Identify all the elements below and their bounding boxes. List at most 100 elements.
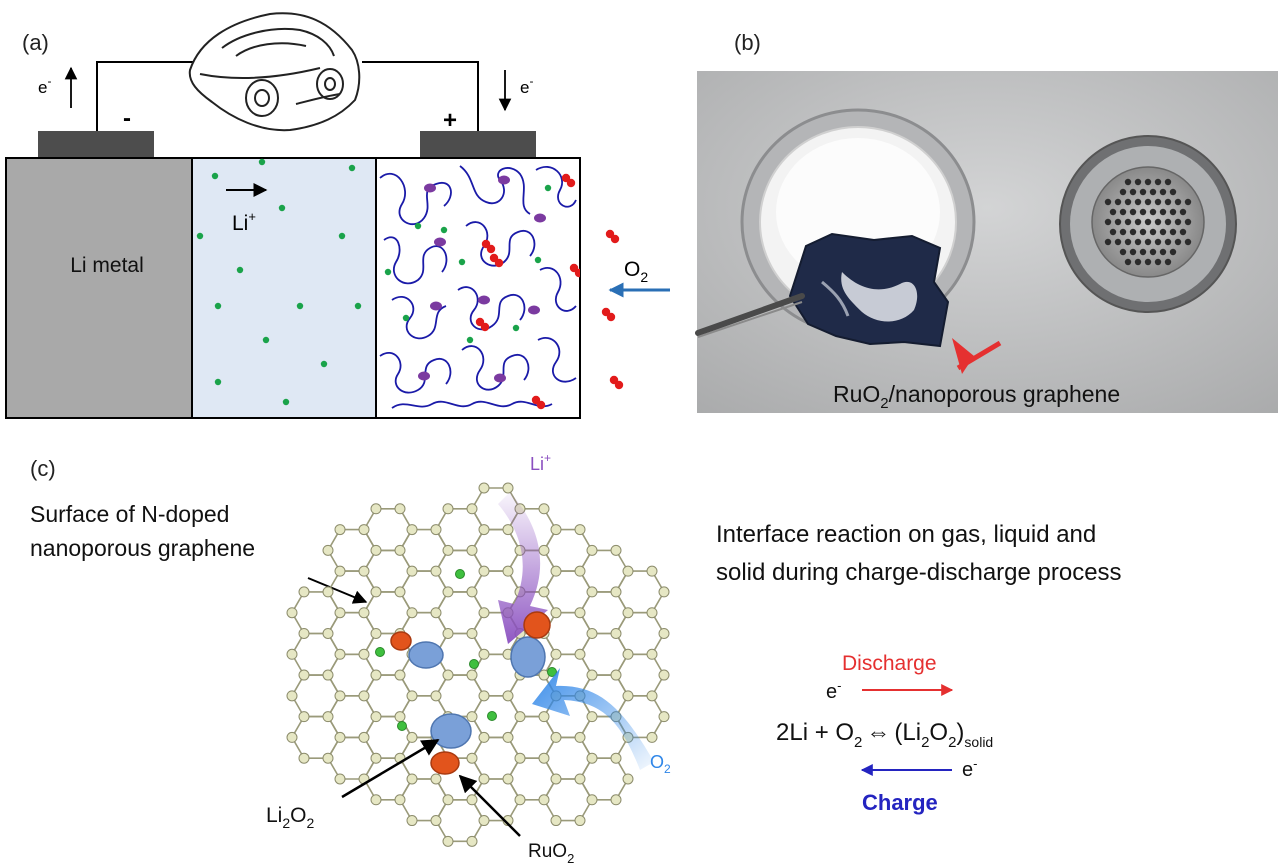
catalyst-particle (430, 301, 442, 311)
carbon-atom (430, 607, 442, 619)
graphene-lattice (286, 482, 670, 847)
cathode-electron-label: e- (520, 74, 533, 97)
pore-segment (379, 352, 452, 394)
graphene-ring (543, 570, 593, 614)
carbon-atom (370, 711, 382, 723)
carbon-atom (538, 544, 550, 556)
carbon-atom (442, 544, 454, 556)
carbon-atom (646, 648, 658, 660)
catalyst-particle (434, 237, 446, 247)
graphene-ring (435, 591, 485, 635)
charge-electron: e- (962, 756, 977, 781)
carbon-atom (574, 648, 586, 660)
o2-label: O2 (624, 258, 648, 285)
carbon-atom (430, 815, 442, 827)
carbon-atom (550, 565, 562, 577)
carbon-atom (370, 627, 382, 639)
graphene-ring (327, 570, 377, 614)
mesh-hole (1164, 178, 1172, 186)
minus-sign: - (123, 105, 131, 132)
carbon-atom (334, 690, 346, 702)
carbon-atom (538, 752, 550, 764)
carbon-atom (358, 607, 370, 619)
carbon-atom (358, 648, 370, 660)
carbon-atom (478, 773, 490, 785)
li-ion-dot (544, 184, 552, 192)
mesh-hole (1134, 258, 1142, 266)
nitrogen-atom (469, 659, 479, 669)
mesh-hole (1169, 248, 1177, 256)
graphene-ring (399, 570, 449, 614)
carbon-atom (538, 711, 550, 723)
carbon-atom (658, 586, 670, 598)
mesh-hole (1114, 198, 1122, 206)
li-ion-dot (458, 258, 466, 266)
mesh-hole (1134, 238, 1142, 246)
graphene-ring (543, 528, 593, 572)
mesh-hole (1124, 238, 1132, 246)
graphene-ring (615, 570, 665, 614)
carbon-atom (514, 711, 526, 723)
carbon-atom (574, 524, 586, 536)
carbon-atom (430, 773, 442, 785)
carbon-atom (466, 711, 478, 723)
carbon-atom (574, 565, 586, 577)
oxygen-atom (610, 234, 620, 244)
carbon-atom (646, 607, 658, 619)
carbon-atom (586, 627, 598, 639)
circuit-wire-left (96, 61, 200, 131)
li-ion-dot (236, 266, 244, 274)
graphene-ring (507, 757, 557, 801)
li2o2-pointer-arrow (341, 738, 440, 799)
carbon-atom (550, 731, 562, 743)
mesh-hole (1119, 188, 1127, 196)
graphene-ring (579, 757, 629, 801)
carbon-atom (430, 565, 442, 577)
carbon-atom (646, 731, 658, 743)
carbon-atom (502, 773, 514, 785)
mesh-hole (1154, 238, 1162, 246)
graphene-ring (399, 778, 449, 822)
carbon-atom (298, 711, 310, 723)
plus-sign: + (443, 107, 457, 134)
carbon-atom (466, 669, 478, 681)
oxygen-atom (574, 268, 580, 278)
carbon-atom (586, 794, 598, 806)
graphene-ring (507, 715, 557, 759)
panel-c-o2-label: O2 (650, 752, 671, 776)
carbon-atom (298, 627, 310, 639)
mesh-hole (1144, 238, 1152, 246)
carbon-atom (622, 773, 634, 785)
mesh-hole (1129, 208, 1137, 216)
carbon-atom (442, 503, 454, 515)
carbon-atom (466, 835, 478, 847)
carbon-atom (466, 794, 478, 806)
li-ion-dot (296, 302, 304, 310)
panel-b-label: (b) (734, 30, 761, 55)
carbon-atom (430, 690, 442, 702)
pore-segment (535, 166, 577, 208)
oxygen-atom (486, 244, 496, 254)
carbon-atom (370, 794, 382, 806)
anode-terminal (38, 131, 154, 158)
mesh-hole (1164, 258, 1172, 266)
panel-c-label: (c) (30, 456, 56, 481)
carbon-atom (514, 794, 526, 806)
mesh-hole (1109, 228, 1117, 236)
mesh-hole (1149, 248, 1157, 256)
panel-c-graphene-surface: (c) Surface of N-doped nanoporous graphe… (30, 451, 671, 866)
carbon-atom (370, 669, 382, 681)
tweezers-highlight (697, 301, 803, 338)
li-ion-dot (338, 232, 346, 240)
graphene-ring (471, 528, 521, 572)
li-ion-dot (320, 360, 328, 368)
graphene-ring (615, 611, 665, 656)
li-ion-dot (512, 324, 520, 332)
carbon-atom (322, 627, 334, 639)
nitrogen-atom (547, 667, 557, 677)
anode-electron-label: e- (38, 74, 51, 97)
ruo2-label: RuO2 (528, 841, 574, 866)
carbon-atom (334, 731, 346, 743)
catalyst-particle (418, 371, 430, 381)
mesh-hole (1104, 238, 1112, 246)
